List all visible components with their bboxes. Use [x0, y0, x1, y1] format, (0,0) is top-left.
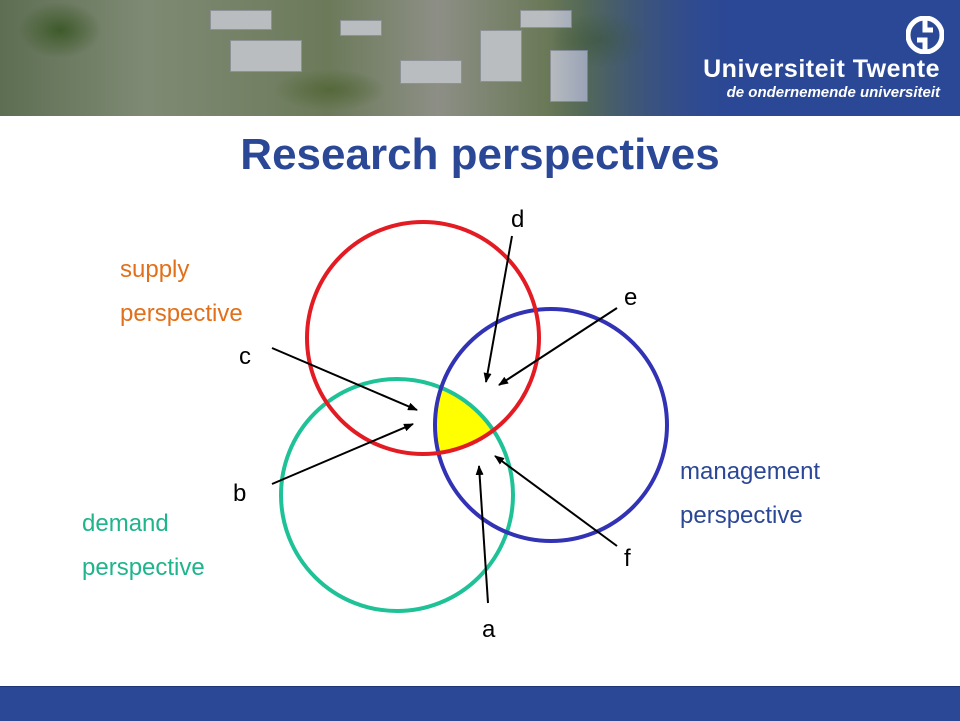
pointer-arrow-c	[271, 347, 418, 411]
university-name: Universiteit Twente	[703, 55, 940, 83]
supply-label-line1: supply	[120, 256, 190, 283]
triple-intersection-region	[435, 379, 513, 454]
pointer-arrow-e	[498, 307, 618, 386]
management-perspective-label: management perspective	[680, 460, 820, 528]
campus-aerial-photo	[0, 0, 730, 116]
pointer-label-b: b	[233, 480, 247, 507]
supply-label-line2: perspective	[120, 300, 243, 327]
university-logo-icon	[906, 16, 944, 54]
pointer-arrow-a	[475, 465, 489, 604]
footer-bar	[0, 686, 960, 721]
slide-title: Research perspectives	[240, 130, 720, 179]
pointer-arrow-d	[483, 235, 513, 383]
supply-circle	[305, 220, 541, 456]
university-tagline: de ondernemende universiteit	[726, 84, 940, 101]
pointer-label-e: e	[624, 284, 638, 311]
pointer-label-d: d	[511, 206, 525, 233]
demand-label-line1: demand	[82, 510, 169, 537]
header-banner: Universiteit Twente de ondernemende univ…	[0, 0, 960, 116]
management-label-line1: management	[680, 458, 821, 485]
supply-perspective-label: supply perspective	[120, 258, 243, 326]
demand-perspective-label: demand perspective	[82, 512, 205, 580]
management-circle	[433, 307, 669, 543]
management-label-line2: perspective	[680, 502, 803, 529]
pointer-label-f: f	[624, 545, 631, 572]
pointer-label-c: c	[239, 343, 251, 370]
pointer-arrow-f	[494, 455, 618, 547]
pointer-arrow-b	[271, 423, 414, 485]
demand-label-line2: perspective	[82, 554, 205, 581]
demand-circle	[279, 377, 515, 613]
pointer-label-a: a	[482, 616, 496, 643]
